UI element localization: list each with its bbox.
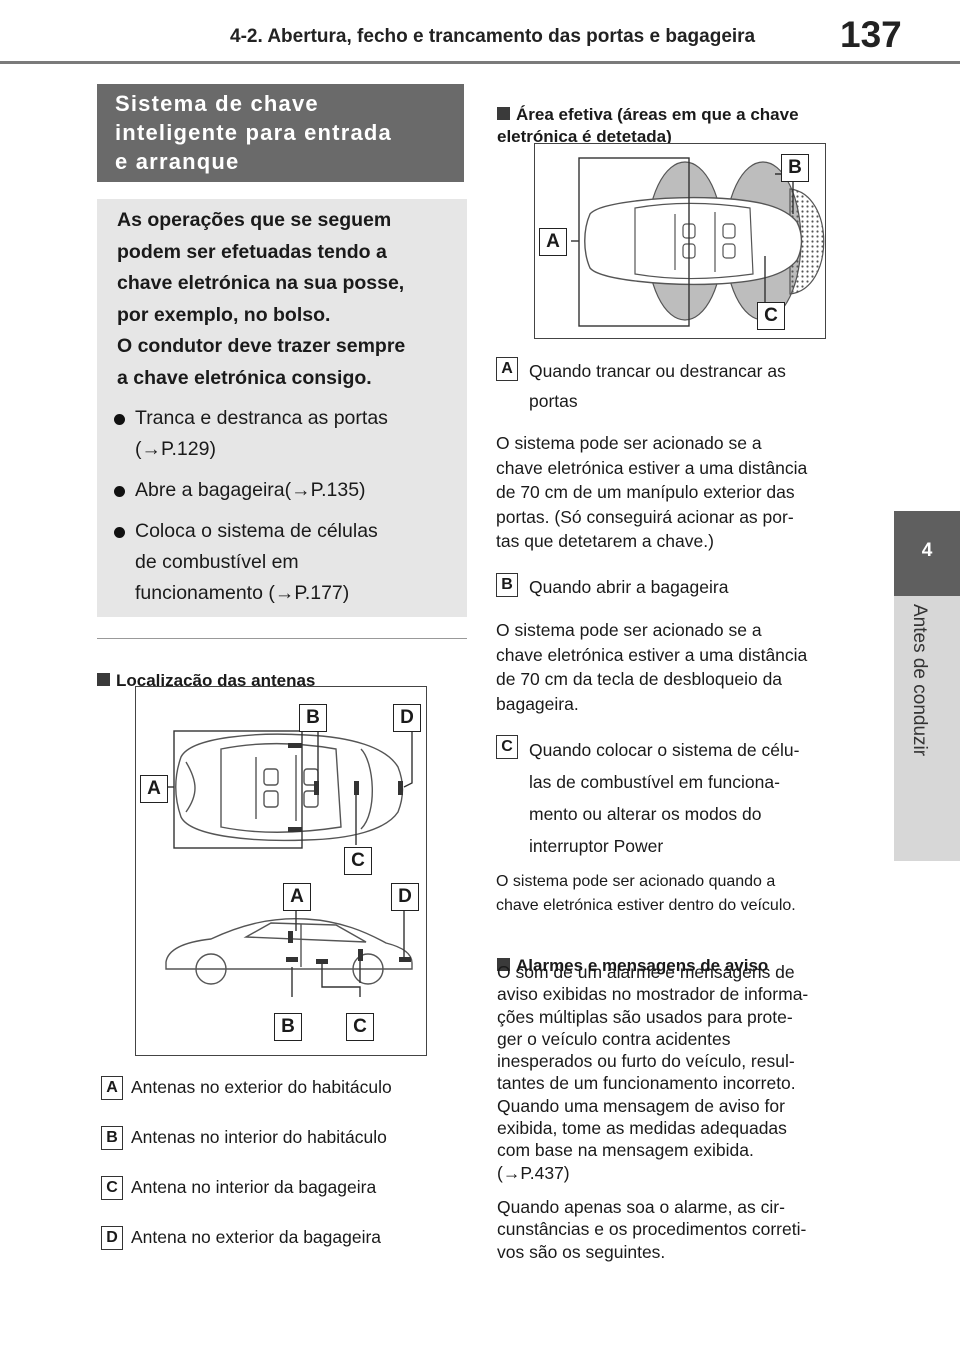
area-description: O sistema pode ser acionado quando a cha… bbox=[496, 873, 796, 914]
section-title: Sistema de chave inteligente para entrad… bbox=[115, 91, 392, 174]
square-bullet-icon bbox=[497, 958, 510, 971]
diagram-label: D bbox=[391, 883, 419, 911]
alarms-heading: Alarmes e mensagens de aviso bbox=[497, 933, 877, 977]
chapter-title: Antes de conduzir bbox=[909, 604, 930, 757]
area-item-c: C Quando colocar o sistema de célu- las … bbox=[496, 735, 876, 856]
intro-text: As operações que se seguem podem ser efe… bbox=[117, 209, 406, 389]
bullet-dot-icon bbox=[114, 414, 125, 425]
area-key: B bbox=[496, 573, 518, 597]
diagram-label: A bbox=[539, 228, 567, 256]
area-item-a: A Quando trancar ou destrancar as portas bbox=[496, 357, 876, 417]
area-description: O sistema pode ser acionado se a chave e… bbox=[496, 620, 808, 714]
effective-area-heading-text: Área efetiva (áreas em que a chave eletr… bbox=[497, 105, 799, 146]
diagram-label: B bbox=[274, 1013, 302, 1041]
diagram-label: A bbox=[283, 883, 311, 911]
bullet-text: Abre a bagageira(→P.135) bbox=[135, 479, 366, 501]
divider bbox=[97, 638, 467, 639]
effective-area-heading: Área efetiva (áreas em que a chave eletr… bbox=[497, 82, 877, 148]
antennas-heading-text: Localização das antenas bbox=[116, 671, 316, 690]
area-item-b: B Quando abrir a bagageira bbox=[496, 573, 876, 601]
legend-key: D bbox=[101, 1226, 123, 1250]
alarms-heading-text: Alarmes e mensagens de aviso bbox=[516, 956, 769, 975]
antenna-diagram: B D A C A D B C bbox=[135, 686, 427, 1056]
section-title-box bbox=[97, 84, 464, 182]
legend-key: C bbox=[101, 1176, 123, 1200]
effective-area-diagram: B A C bbox=[534, 143, 826, 339]
legend-text: Antena no interior da bagageira bbox=[131, 1177, 377, 1197]
legend-text: Antena no exterior da bagageira bbox=[131, 1227, 382, 1247]
detection-area-illustration bbox=[571, 157, 825, 327]
alarms-text: O som de um alarme e mensagens de aviso … bbox=[497, 962, 809, 1183]
diagram-label: D bbox=[393, 704, 421, 732]
diagram-label: C bbox=[757, 302, 785, 330]
header-rule bbox=[0, 61, 960, 64]
page-number: 137 bbox=[840, 14, 902, 55]
chapter-tab-label-bg bbox=[894, 596, 960, 861]
area-key: A bbox=[496, 357, 518, 381]
intro-box bbox=[97, 199, 467, 617]
legend-item: D Antena no exterior da bagageira bbox=[101, 1226, 461, 1252]
bullet-dot-icon bbox=[114, 486, 125, 497]
diagram-label: C bbox=[344, 847, 372, 875]
bullet-dot-icon bbox=[114, 527, 125, 538]
diagram-label: C bbox=[346, 1013, 374, 1041]
alarms-text-2: Quando apenas soa o alarme, as cir- cuns… bbox=[497, 1197, 807, 1262]
legend-text: Antenas no exterior do habitáculo bbox=[131, 1077, 392, 1097]
chapter-tab bbox=[894, 511, 960, 596]
area-description: O sistema pode ser acionado se a chave e… bbox=[496, 433, 808, 551]
diagram-label: B bbox=[299, 704, 327, 732]
legend-key: B bbox=[101, 1126, 123, 1150]
running-header: 4-2. Abertura, fecho e trancamento das p… bbox=[230, 26, 756, 47]
legend-item: B Antenas no interior do habitáculo bbox=[101, 1126, 461, 1152]
bullet-text: Tranca e destranca as portas (→P.129) bbox=[135, 407, 388, 460]
area-label: Quando trancar ou destrancar as portas bbox=[529, 361, 786, 411]
area-label: Quando colocar o sistema de célu- las de… bbox=[529, 740, 800, 856]
chapter-number: 4 bbox=[921, 540, 933, 561]
diagram-label: A bbox=[140, 775, 168, 803]
bullet-text: Coloca o sistema de células de combustív… bbox=[135, 520, 378, 604]
legend-item: A Antenas no exterior do habitáculo bbox=[101, 1076, 461, 1102]
legend-item: C Antena no interior da bagageira bbox=[101, 1176, 461, 1202]
car-antenna-illustration bbox=[165, 727, 413, 997]
diagram-label: B bbox=[781, 154, 809, 182]
square-bullet-icon bbox=[97, 673, 110, 686]
antennas-heading: Localização das antenas bbox=[97, 648, 467, 692]
square-bullet-icon bbox=[497, 107, 510, 120]
legend-text: Antenas no interior do habitáculo bbox=[131, 1127, 387, 1147]
legend-key: A bbox=[101, 1076, 123, 1100]
area-key: C bbox=[496, 735, 518, 759]
area-label: Quando abrir a bagageira bbox=[529, 577, 729, 597]
